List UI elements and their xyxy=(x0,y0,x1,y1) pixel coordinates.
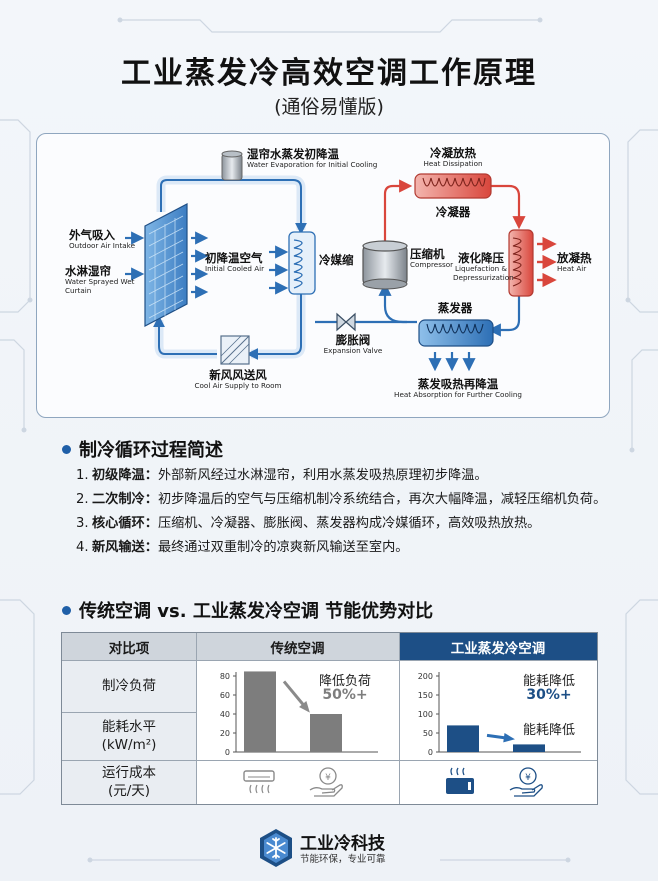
ind-note-line1: 能耗降低 xyxy=(522,674,575,689)
page-title: 工业蒸发冷高效空调工作原理 xyxy=(121,56,537,91)
row-label-energy: 能耗水平 (kW/m²) xyxy=(62,712,196,760)
condenser-coil xyxy=(414,173,492,199)
y-tick-label: 60 xyxy=(220,691,230,700)
money-hand-icon-blue: ¥ xyxy=(509,767,543,797)
label-condenser: 冷凝器 xyxy=(435,205,471,219)
svg-text:¥: ¥ xyxy=(525,773,531,783)
ind-note-line2: 30%+ xyxy=(526,687,572,703)
page-subtitle: (通俗易懂版) xyxy=(274,96,384,118)
y-tick-label: 100 xyxy=(418,710,433,719)
evaporator-coil xyxy=(418,319,494,347)
bullet-dot xyxy=(62,444,71,454)
wet-curtain-pad xyxy=(144,203,188,327)
snowflake-logo-icon xyxy=(260,829,292,867)
y-tick-label: 0 xyxy=(225,748,230,757)
bar xyxy=(447,725,479,752)
compare-heading: 传统空调 vs. 工业蒸发冷空调 节能优势对比 xyxy=(62,597,433,623)
traditional-bar-chart: 0 20 40 60 80 xyxy=(220,671,378,757)
y-tick-label: 50 xyxy=(423,729,433,738)
label-refrigerant-shrink: 冷媒缩 xyxy=(319,253,354,267)
col-header-item: 对比项 xyxy=(62,633,196,660)
bar xyxy=(310,714,342,752)
trend-arrow-shaft xyxy=(282,680,308,709)
trend-arrow-head xyxy=(299,701,310,713)
compressor-unit xyxy=(362,240,408,290)
label-evaporator: 蒸发器 xyxy=(437,301,473,315)
process-step: 4. 新风输送：最终通过双重制冷的凉爽新风输送至室内。 xyxy=(76,540,409,555)
process-heading: 制冷循环过程简述 xyxy=(62,436,223,462)
industrial-bar-chart: 0 50 100 150 200 xyxy=(418,672,581,757)
row-label-load: 制冷负荷 xyxy=(62,660,196,712)
process-steps: 1. 初级降温：外部新风经过水淋湿帘，利用水蒸发吸热原理初步降温。 2. 二次制… xyxy=(76,465,616,561)
y-tick-label: 40 xyxy=(220,710,230,719)
process-step: 2. 二次制冷：初步降温后的空气与压缩机制冷系统结合，再次大幅降温，减轻压缩机负… xyxy=(76,492,607,507)
brand-name: 工业冷科技 xyxy=(300,834,385,854)
process-step: 1. 初级降温：外部新风经过水淋湿帘，利用水蒸发吸热原理初步降温。 xyxy=(76,468,488,483)
trend-arrow-head xyxy=(503,733,515,743)
heating-device-icon xyxy=(446,767,474,794)
bar xyxy=(244,671,276,752)
y-tick-label: 80 xyxy=(220,672,230,681)
comparison-table: 对比项 传统空调 工业蒸发冷空调 制冷负荷 能耗水平 (kW/m²) 运行成本 … xyxy=(61,632,598,805)
y-tick-label: 20 xyxy=(220,729,230,738)
y-tick-label: 200 xyxy=(418,672,433,681)
process-step: 3. 核心循环：压缩机、冷凝器、膨胀阀、蒸发器构成冷媒循环，高效吸热放热。 xyxy=(76,516,541,531)
trad-note-line1: 降低负荷 xyxy=(318,674,371,689)
ind-note-line3: 能耗降低 xyxy=(522,723,575,738)
spray-tank xyxy=(221,150,243,181)
y-tick-label: 150 xyxy=(418,691,433,700)
air-conditioner-icon xyxy=(243,770,275,794)
trad-note-line2: 50%+ xyxy=(322,687,368,703)
liquefaction-coil xyxy=(508,229,534,297)
money-hand-icon: ¥ xyxy=(309,767,343,797)
refrigerant-coil xyxy=(288,231,316,295)
expansion-valve-symbol xyxy=(336,312,356,332)
col-header-traditional: 传统空调 xyxy=(196,633,399,660)
cycle-diagram-graphics xyxy=(125,150,557,372)
bullet-dot xyxy=(62,605,71,615)
col-header-industrial: 工业蒸发冷空调 xyxy=(399,633,597,660)
svg-text:¥: ¥ xyxy=(325,773,331,783)
y-tick-label: 0 xyxy=(428,748,433,757)
bar xyxy=(513,744,545,752)
row-label-cost: 运行成本 (元/天) xyxy=(62,760,196,804)
brand-tagline: 节能环保，专业可靠 xyxy=(300,854,386,865)
supply-fan-box xyxy=(220,335,250,365)
